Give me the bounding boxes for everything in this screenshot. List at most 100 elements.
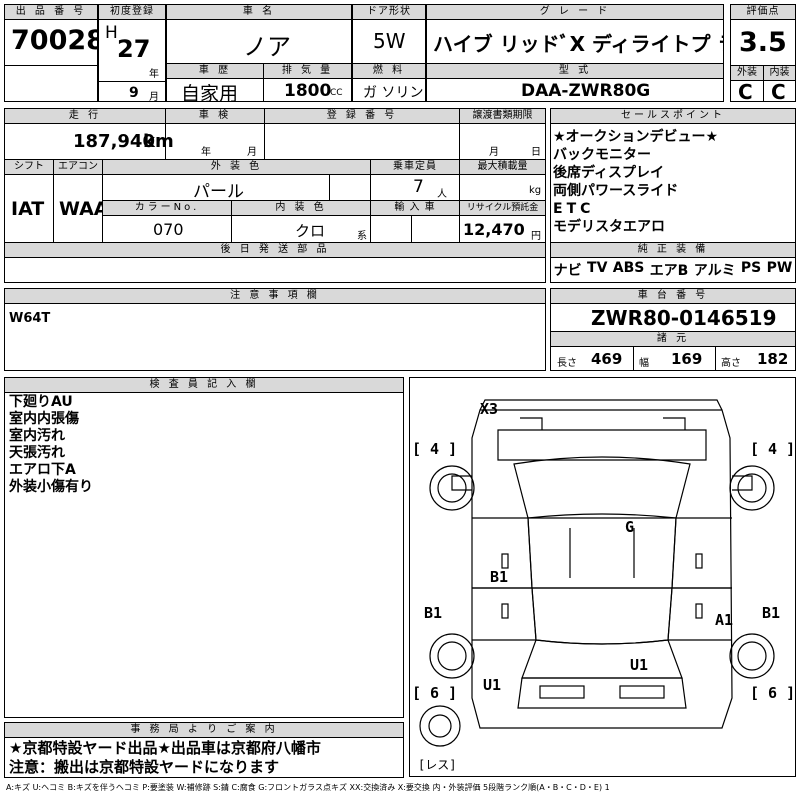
interior-score-label: 内装 <box>764 66 795 80</box>
spec-block: 走 行 車 検 登 録 番 号 譲渡書類期限 187,940 km 年 月 月 … <box>4 108 546 283</box>
lot-number-cell: 出 品 番 号 70028 <box>4 4 98 102</box>
damage-mark-u1-left: U1 <box>483 676 502 694</box>
registration-month: 9 <box>129 85 139 101</box>
mileage-unit: km <box>143 131 174 152</box>
ac-label: エアコン <box>54 160 102 174</box>
damage-mark-a1: A1 <box>715 611 734 629</box>
registration-number-label: 登 録 番 号 <box>265 109 459 123</box>
height: 182 <box>757 350 789 368</box>
grade-label: グ レ ー ド <box>427 5 723 19</box>
inspector-notes-list: 下廻りAU 室内内張傷 室内汚れ 天張汚れ エアロ下A 外装小傷有り <box>9 394 93 496</box>
sales-point: ETC <box>553 201 595 217</box>
chassis-number: ZWR80-0146519 <box>591 306 777 330</box>
damage-mark-b1-left: B1 <box>424 604 443 622</box>
model-label: 型 式 <box>427 64 723 78</box>
inspector-note: 天張汚れ <box>9 445 65 461</box>
damage-mark-u1-rear: U1 <box>630 656 649 674</box>
era: H <box>105 23 118 43</box>
dimensions-label: 諸 元 <box>551 332 795 346</box>
first-registration-label: 初度登録 <box>99 5 165 19</box>
tire-front-left: [ 4 ] <box>412 440 458 458</box>
exterior-color: パール <box>193 182 244 202</box>
sales-point: 後席ディスプレイ <box>553 165 665 181</box>
sales-points-label: セールスポイント <box>551 109 795 123</box>
tire-rear-right: [ 6 ] <box>750 684 796 702</box>
seating-capacity: 7 <box>413 177 424 197</box>
spare-tire: [レス] <box>418 758 457 772</box>
inspector-notes-label: 検 査 員 記 入 欄 <box>5 378 403 392</box>
office-notice-line: ★京都特設ヤード出品★出品車は京都府八幡市 <box>9 739 321 757</box>
grade-cell: グ レ ー ド ハイブ リッドﾞX ディライトプ ラス <box>426 4 724 64</box>
car-name: ノア <box>243 33 291 61</box>
vehicle-history: 自家用 <box>181 83 239 102</box>
interior-score: C <box>771 80 786 102</box>
office-notice-line: 注意：搬出は京都特設ヤードになります <box>9 758 280 776</box>
tire-front-right: [ 4 ] <box>750 440 796 458</box>
car-name-cell: 車 名 ノア <box>166 4 352 64</box>
displacement-label: 排 気 量 <box>264 64 351 78</box>
chassis-block: 車 台 番 号 ZWR80-0146519 諸 元 長さ 469 幅 169 高… <box>550 288 796 371</box>
equipment-item: TV <box>587 260 608 276</box>
color-number-label: カラーNo. <box>103 201 231 215</box>
tire-rear-left: [ 6 ] <box>412 684 458 702</box>
sales-point: 両側パワースライド <box>553 183 679 199</box>
inspector-note: 外装小傷有り <box>9 479 93 495</box>
door-type-label: ドア形状 <box>353 5 425 19</box>
office-notice-block: 事 務 局 よ り ご 案 内 ★京都特設ヤード出品★出品車は京都府八幡市 注意… <box>4 722 404 778</box>
equipment-item: エアB <box>649 263 689 279</box>
inspector-note: 室内汚れ <box>9 428 65 444</box>
lot-number: 70028 <box>11 25 98 56</box>
interior-color: クロ <box>295 222 326 240</box>
interior-color-label: 内 装 色 <box>232 201 370 215</box>
transfer-deadline-label: 譲渡書類期限 <box>460 109 545 123</box>
inspector-notes-block: 検 査 員 記 入 欄 下廻りAU 室内内張傷 室内汚れ 天張汚れ エアロ下A … <box>4 377 404 718</box>
shift-label: シフト <box>5 160 53 174</box>
fuel: ガ ソリン <box>363 85 424 101</box>
recycle-deposit-label: リサイクル預託金 <box>460 201 545 215</box>
equipment-list: ナビ TV ABS エアB アルミ PS PW <box>551 260 795 280</box>
fuel-label: 燃 料 <box>353 64 425 78</box>
capacity-label: 乗車定員 <box>371 160 459 174</box>
equipment-item: PS <box>740 260 762 276</box>
grade: ハイブ リッドﾞX ディライトプ ラス <box>433 32 723 56</box>
office-notice-label: 事 務 局 よ り ご 案 内 <box>5 723 403 737</box>
chassis-number-label: 車 台 番 号 <box>551 289 795 303</box>
score-label: 評価点 <box>731 5 795 19</box>
max-load-label: 最大積載量 <box>460 160 545 174</box>
vehicle-history-cell: 車 歴 自家用 <box>166 63 264 102</box>
color-number: 070 <box>153 220 184 239</box>
car-condition-diagram: X3 G B1 B1 B1 A1 U1 U1 [ 4 ] [ 4 ] [ 6 ]… <box>409 377 796 777</box>
mileage: 187,940 <box>73 131 155 152</box>
model-code: DAA-ZWR80G <box>521 81 651 101</box>
equipment-item: PW <box>766 260 793 276</box>
mileage-label: 走 行 <box>5 109 165 123</box>
car-outline <box>419 399 775 747</box>
sales-points-list: ★オークションデビュー★ バックモニター 後席ディスプレイ 両側パワースライド … <box>553 128 718 236</box>
width: 169 <box>671 350 703 368</box>
damage-mark-b1-center: B1 <box>490 568 509 586</box>
door-type-cell: ドア形状 5W <box>352 4 426 64</box>
overall-score: 3.5 <box>739 27 787 58</box>
inspector-note: 室内内張傷 <box>9 411 79 427</box>
damage-mark-b1-right: B1 <box>762 604 781 622</box>
equipment-label: 純 正 装 備 <box>551 243 795 257</box>
caution-text: W64T <box>9 311 51 326</box>
inspector-note: 下廻りAU <box>9 394 73 410</box>
sales-point: バックモニター <box>553 147 651 163</box>
inspection-label: 車 検 <box>166 109 264 123</box>
air-conditioner: WAA <box>59 198 109 220</box>
length: 469 <box>591 350 623 368</box>
import-label: 輸 入 車 <box>371 201 459 215</box>
office-notice-lines: ★京都特設ヤード出品★出品車は京都府八幡市 注意：搬出は京都特設ヤードになります <box>9 739 321 777</box>
fuel-cell: 燃 料 ガ ソリン <box>352 63 426 102</box>
registration-year: 27 <box>117 35 151 63</box>
later-parts-label: 後 日 発 送 部 品 <box>5 243 545 257</box>
sales-point: ★オークションデビュー★ <box>553 129 719 145</box>
caution-label: 注 意 事 項 欄 <box>5 289 545 303</box>
shift: IAT <box>11 198 45 220</box>
sales-point: モデリスタエアロ <box>553 219 665 235</box>
displacement-cell: 排 気 量 1800 CC <box>263 63 352 102</box>
vehicle-history-label: 車 歴 <box>167 64 263 78</box>
damage-code-legend: A:キズ U:ヘコミ B:キズを伴うヘコミ P:要塗装 W:補修跡 S:錆 C:… <box>6 783 610 792</box>
damage-mark-x3: X3 <box>480 400 499 418</box>
